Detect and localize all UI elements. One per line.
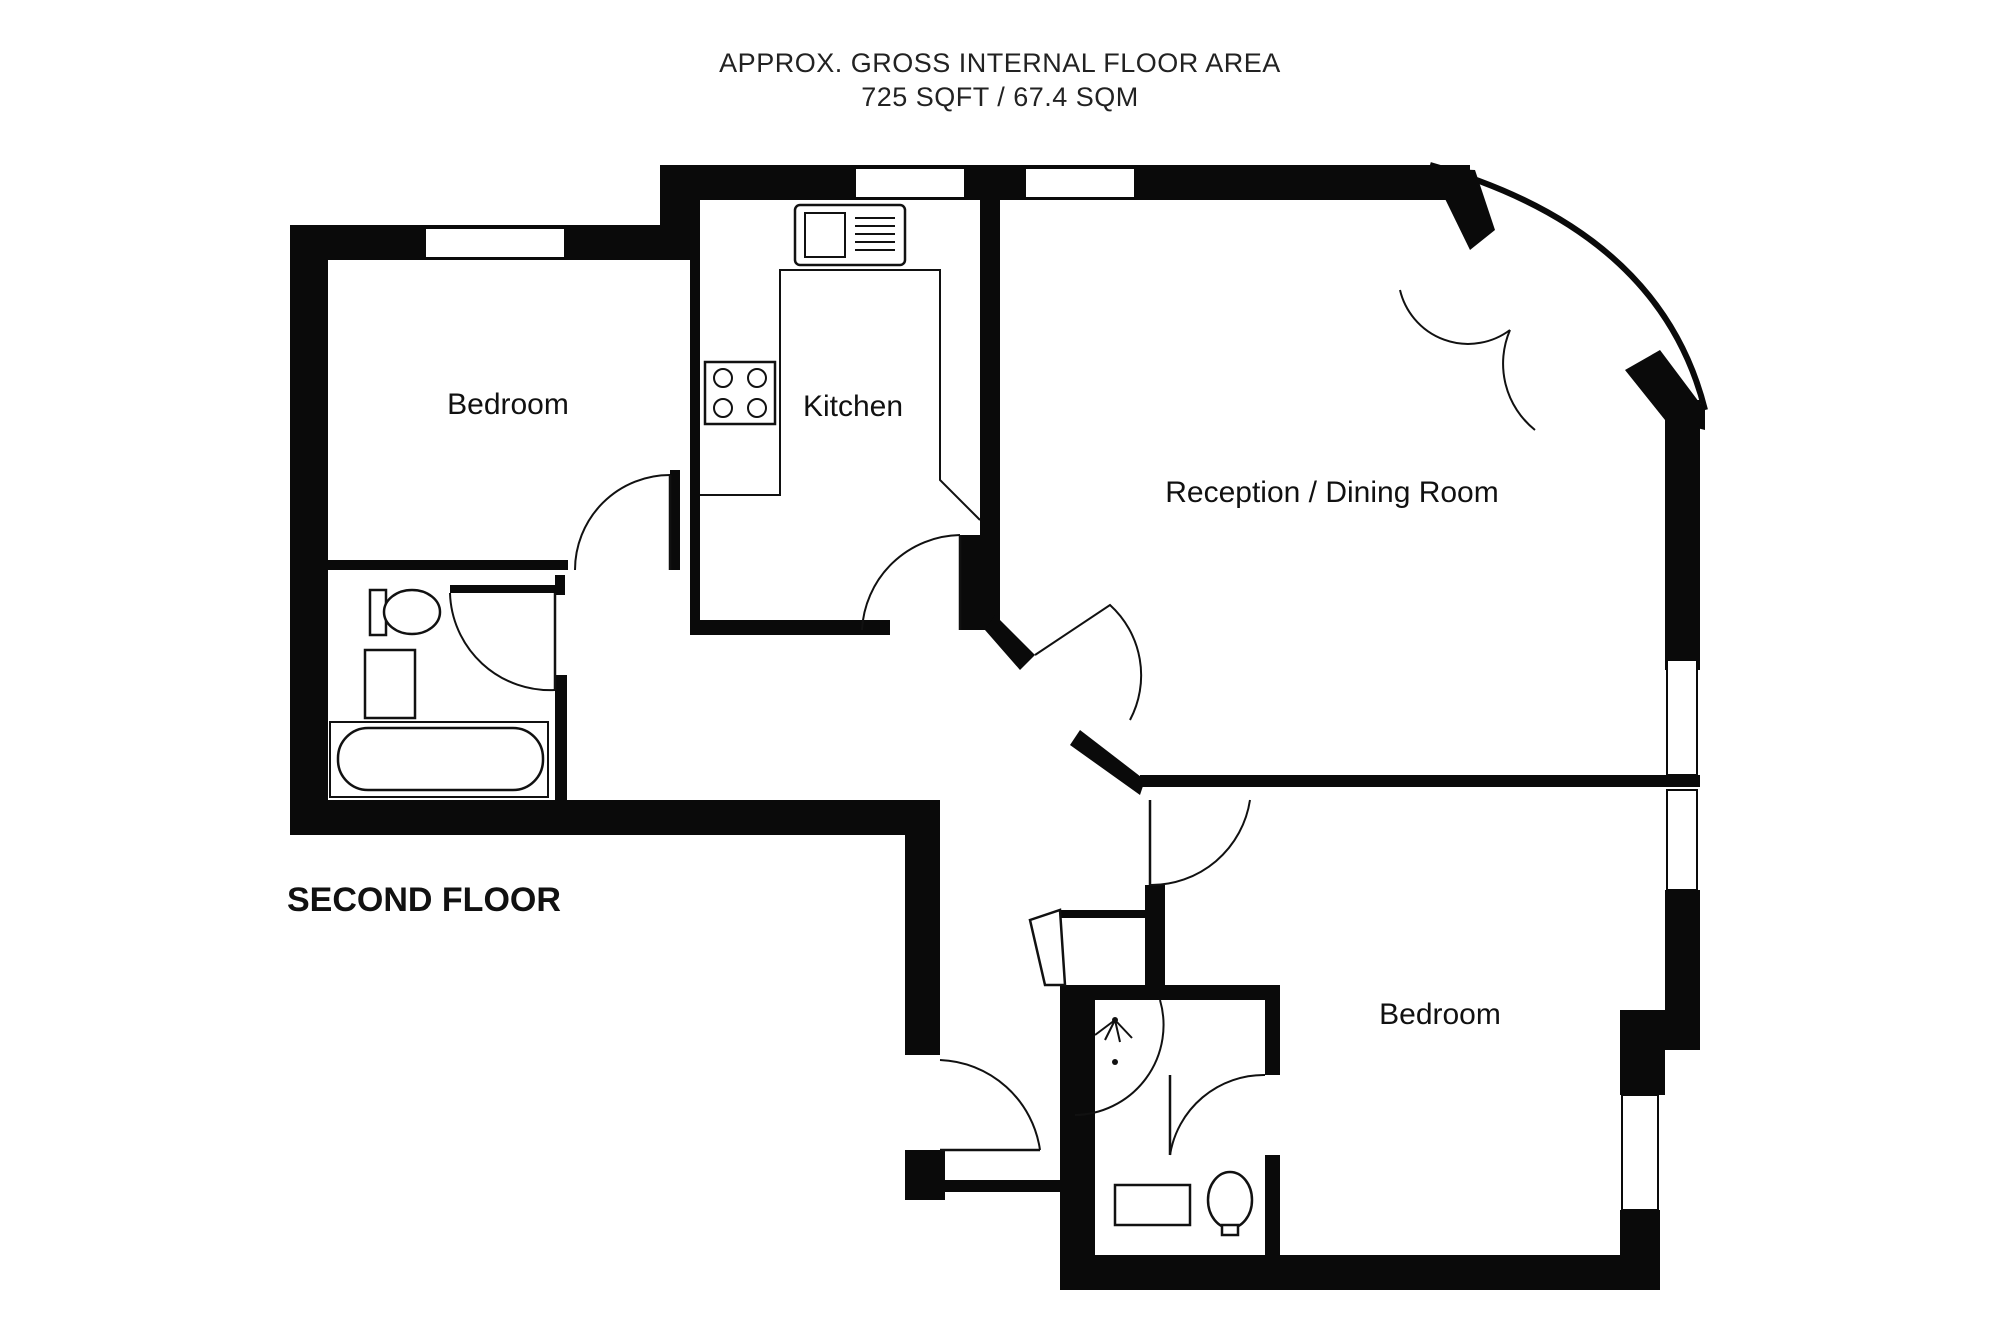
kitchen-counter [700, 269, 981, 521]
bay-wall-right [1625, 350, 1705, 430]
wall-cupboard-top [1060, 910, 1150, 918]
room-label-bedroom1: Bedroom [447, 388, 569, 421]
door-swing-bedroom2 [1149, 799, 1251, 887]
wall-bottom-left [290, 800, 940, 835]
wall-bedroom1-right [670, 470, 680, 570]
wall-kitchen-bottom-right [960, 535, 980, 630]
wall-left [290, 225, 328, 835]
wall-reception-corner2 [1070, 730, 1145, 795]
hob-ring [713, 398, 733, 418]
wall-right-upper [1665, 400, 1700, 670]
wall-kitchen-right [980, 200, 1000, 630]
door-swing-bedroom1 [574, 474, 671, 571]
wall-ensuite-right-top [1265, 985, 1280, 1075]
room-label-bedroom2: Bedroom [1379, 998, 1501, 1031]
wall-entrance-bottom [905, 1180, 1070, 1192]
fixtures [329, 203, 1254, 1237]
wall-bottom-right [1060, 1255, 1660, 1290]
bath-basin [363, 648, 417, 720]
wall-right-mid [1665, 890, 1700, 1050]
room-label-kitchen: Kitchen [803, 390, 903, 423]
wall-ensuite-top [1060, 985, 1280, 1000]
door-swing-ensuite [1169, 1073, 1266, 1156]
floor-area-title: APPROX. GROSS INTERNAL FLOOR AREA [719, 48, 1281, 78]
ensuite-toilet-cistern [1220, 1223, 1240, 1237]
sink-drainer [855, 217, 895, 251]
wall-bath-right [555, 675, 567, 805]
kitchen-hob [703, 360, 777, 426]
door-swing-bay-left [1399, 289, 1511, 345]
wall-ensuite-right-bottom [1265, 1155, 1280, 1255]
window-reception [1024, 167, 1136, 199]
wall-bedroom1-bottom [328, 560, 568, 570]
room-label-reception: Reception / Dining Room [1165, 476, 1499, 509]
bay-wall-left [1430, 168, 1495, 250]
door-cupboard [1028, 908, 1067, 987]
wall-kitchen-left [690, 200, 700, 630]
floor-label: SECOND FLOOR [287, 881, 561, 919]
window-bedroom1 [424, 227, 566, 259]
wall-entrance-stub [905, 1150, 945, 1200]
doors [449, 289, 1536, 1156]
hob-ring [747, 398, 767, 418]
sink-bowl [804, 212, 846, 258]
window-kitchen [854, 167, 966, 199]
bathtub [336, 726, 545, 792]
shower-head-icon [1094, 1017, 1133, 1065]
toilet-bowl [382, 588, 442, 636]
bay-wall [1429, 162, 1708, 430]
door-swing-shower [1074, 999, 1165, 1116]
door-swing-kitchen [861, 534, 961, 631]
ensuite-basin [1113, 1183, 1192, 1227]
wall-cupboard-right [1145, 885, 1165, 985]
wall-ensuite-left [1060, 985, 1095, 1290]
door-swing-entrance [939, 1059, 1041, 1151]
wall-corridor-right [905, 800, 940, 1055]
hob-ring [713, 368, 733, 388]
wall-bath-top2 [450, 585, 565, 593]
wall-right-jog [1620, 1010, 1665, 1095]
window-bedroom2-lower [1621, 1094, 1659, 1211]
hob-ring [747, 368, 767, 388]
door-swing-reception [1034, 603, 1143, 721]
wall-kitchen-bottom [690, 620, 890, 635]
floor-area-value: 725 SQFT / 67.4 SQM [861, 82, 1139, 112]
wall-reception-bottom [1140, 775, 1700, 787]
window-reception-right [1666, 659, 1698, 776]
door-swing-bay-right [1502, 329, 1536, 431]
bathtub-surround [329, 721, 549, 798]
ensuite-toilet [1206, 1170, 1254, 1230]
windows [424, 167, 1698, 1211]
window-bedroom2-right [1666, 789, 1698, 891]
door-swing-bathroom [449, 592, 556, 692]
wall-reception-corner [985, 615, 1035, 670]
